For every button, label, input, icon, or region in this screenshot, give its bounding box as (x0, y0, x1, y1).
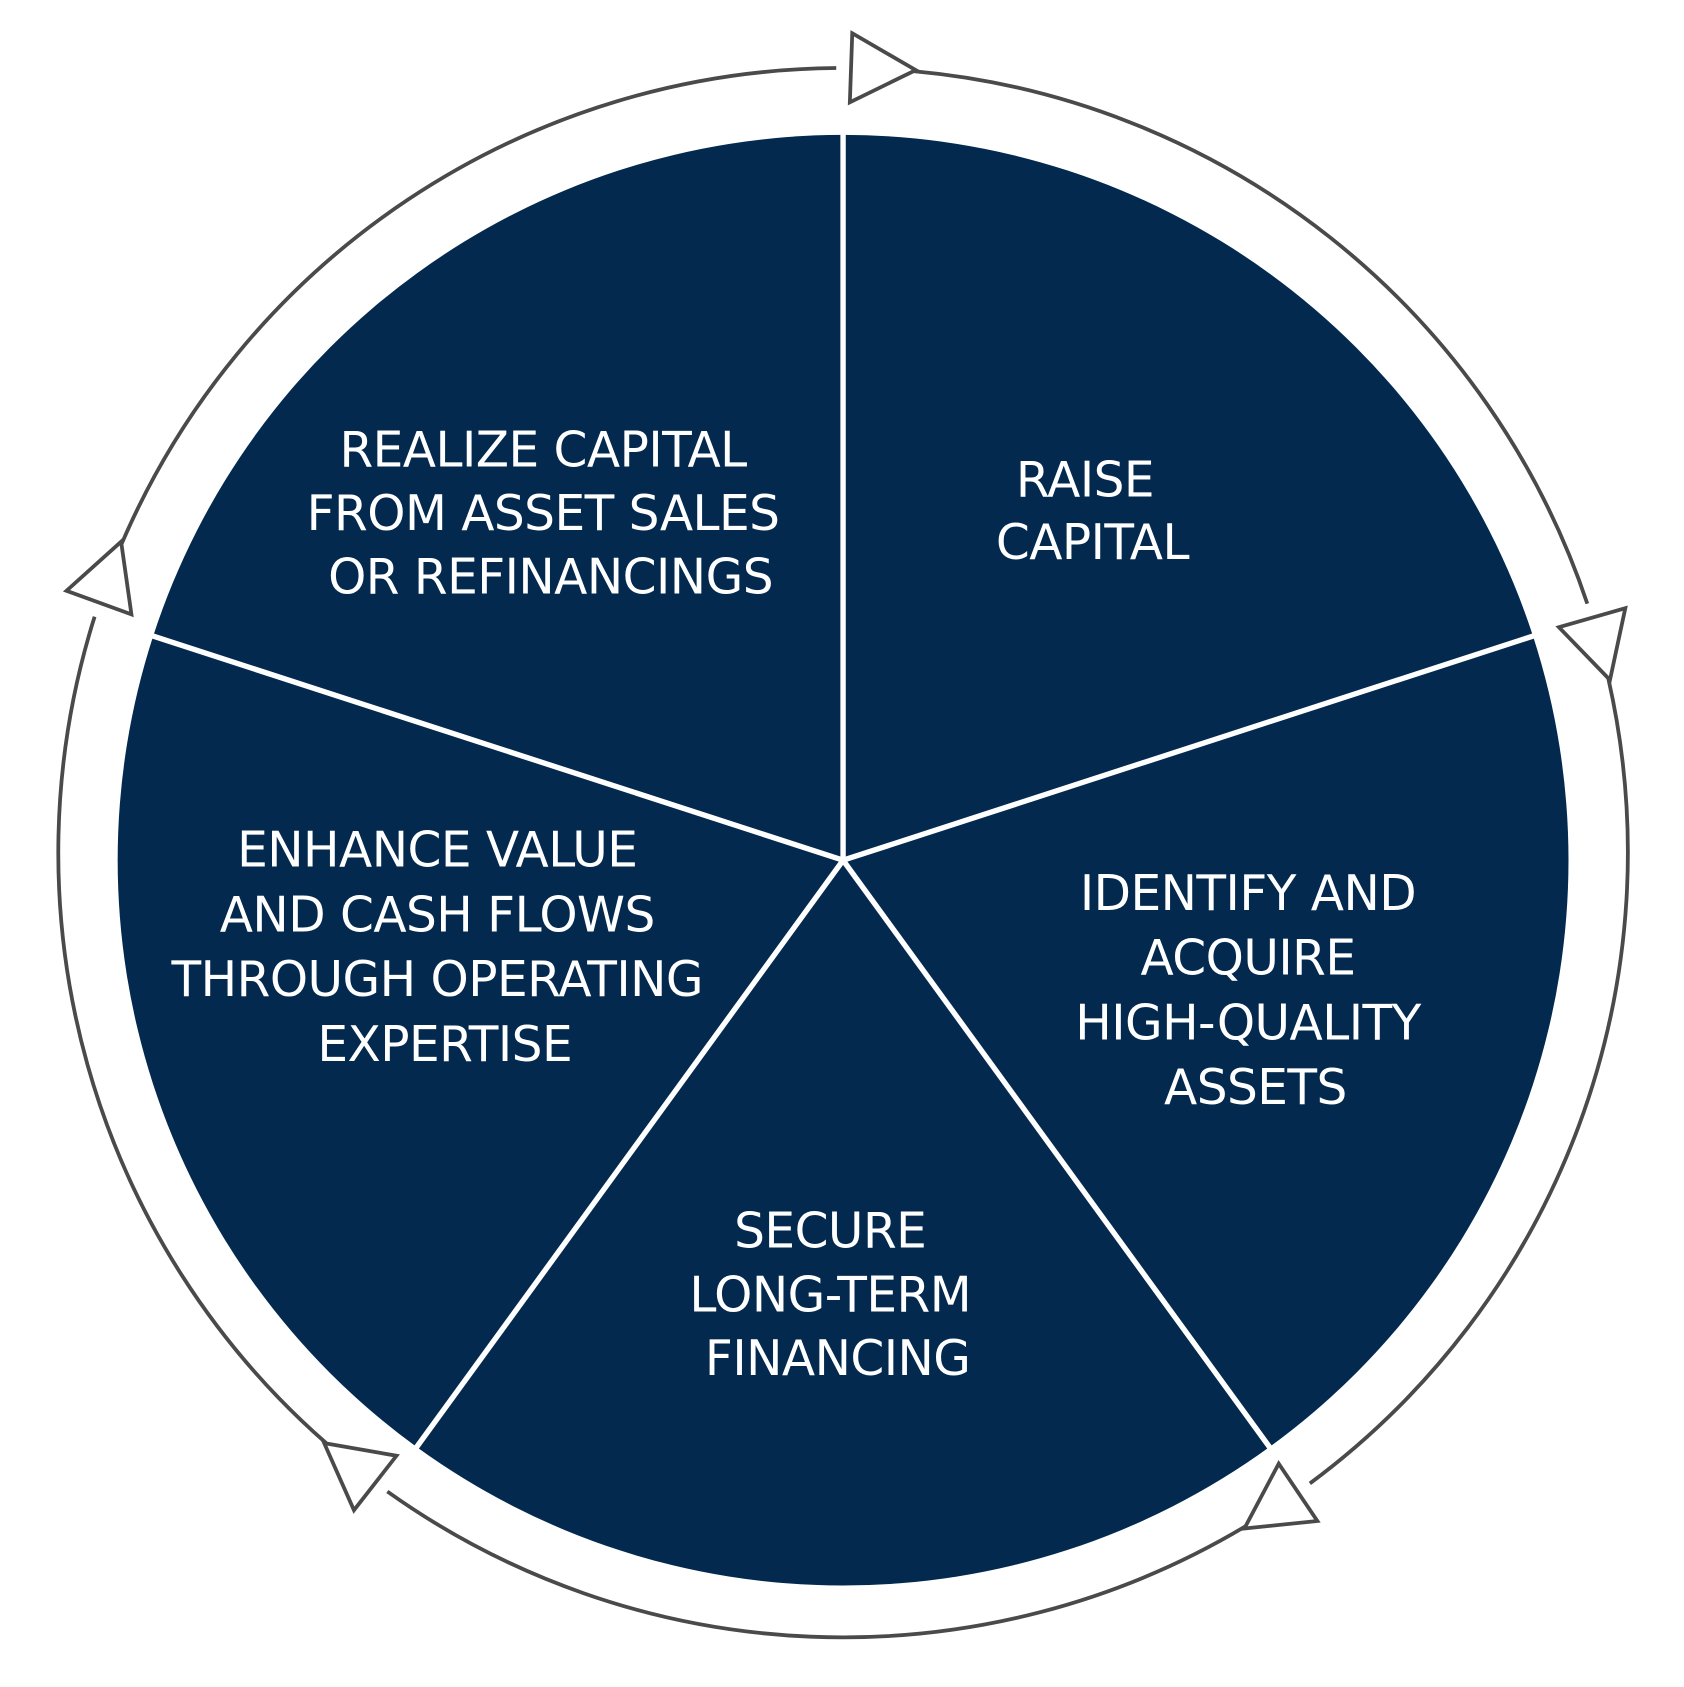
cycle-arrows (62, 30, 1628, 1531)
label-line: ENHANCE VALUE (237, 823, 637, 879)
wheel-segments (117, 134, 1569, 1586)
segment-identify-acquire (843, 636, 1569, 1448)
ring-arc (386, 1489, 1246, 1640)
segment-label-enhance-value: ENHANCE VALUE AND CASH FLOWS THROUGH OPE… (171, 823, 718, 1073)
segment-label-identify-acquire: IDENTIFY AND ACQUIRE HIGH-QUALITY ASSETS (1075, 866, 1435, 1116)
label-line: FROM ASSET SALES (307, 486, 780, 542)
divider-line (840, 858, 1273, 1451)
label-line: LONG-TERM (689, 1267, 971, 1323)
label-line: EXPERTISE (317, 1017, 572, 1073)
ring-arc (914, 69, 1590, 605)
ring-arc (1308, 678, 1630, 1485)
cycle-arrow-icon (1241, 1460, 1321, 1531)
label-line: RAISE (1016, 452, 1154, 508)
cycle-arrow-icon (847, 30, 920, 106)
segment-label-raise-capital: RAISE CAPITAL (996, 452, 1190, 571)
segment-realize-capital (153, 134, 844, 861)
cycle-arrow-icon (321, 1440, 400, 1514)
label-line: HIGH-QUALITY (1075, 995, 1421, 1051)
ring-arc (120, 66, 837, 545)
segment-label-realize-capital: REALIZE CAPITAL FROM ASSET SALES OR REFI… (307, 422, 795, 605)
ring-arc (56, 616, 328, 1445)
label-line: THROUGH OPERATING (171, 952, 704, 1008)
label-line: IDENTIFY AND (1080, 866, 1416, 922)
label-line: ASSETS (1164, 1060, 1347, 1116)
label-line: OR REFINANCINGS (328, 550, 773, 606)
segment-dividers (150, 132, 1536, 1451)
cycle-arrow-icon (62, 537, 134, 618)
outer-cycle-ring (56, 66, 1630, 1640)
segment-labels: RAISE CAPITAL IDENTIFY AND ACQUIRE HIGH-… (171, 422, 1435, 1387)
segment-raise-capital (843, 134, 1533, 861)
divider-line (413, 858, 846, 1451)
label-line: REALIZE CAPITAL (339, 422, 747, 478)
label-line: CAPITAL (996, 515, 1190, 571)
segment-secure-financing (416, 860, 1270, 1586)
divider-line (842, 632, 1536, 863)
label-line: AND CASH FLOWS (220, 887, 655, 943)
label-line: FINANCING (705, 1331, 970, 1387)
segment-label-secure-financing: SECURE LONG-TERM FINANCING (689, 1204, 986, 1387)
cycle-arrow-icon (1555, 605, 1628, 684)
label-line: SECURE (734, 1204, 926, 1260)
divider-line (150, 632, 844, 863)
segment-enhance-value (117, 636, 844, 1448)
label-line: ACQUIRE (1140, 931, 1355, 987)
